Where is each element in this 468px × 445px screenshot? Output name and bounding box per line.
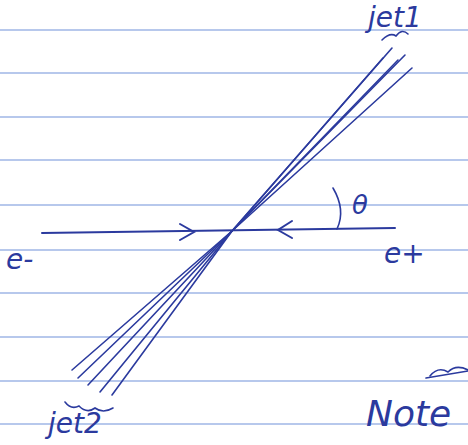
note-label: Note <box>366 396 451 432</box>
ruled-lines <box>0 30 468 424</box>
jet-lines <box>65 31 468 411</box>
beam-label: e- <box>6 246 33 274</box>
angle-label: θ <box>352 192 368 218</box>
beam-label: e+ <box>384 240 425 268</box>
beam-line <box>42 221 395 240</box>
jet-label: jet1 <box>368 4 422 32</box>
jet-label: jet2 <box>48 410 102 438</box>
